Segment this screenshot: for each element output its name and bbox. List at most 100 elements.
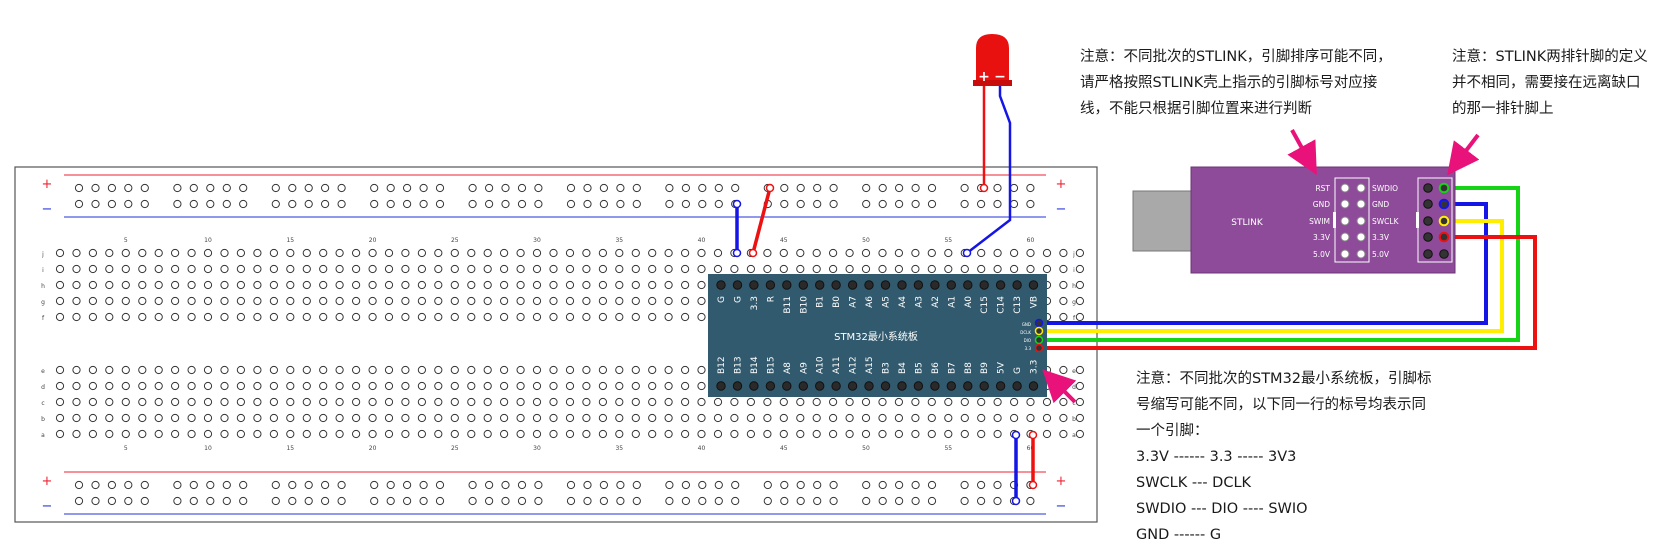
breadboard-hole: [977, 264, 986, 274]
note-line: 线，不能只根据引脚位置来进行判断: [1080, 101, 1312, 117]
breadboard-hole: [203, 264, 213, 274]
blue-wire-gnd[interactable]: [1039, 202, 1488, 325]
stm32-pin-label: A5: [882, 296, 892, 308]
breadboard-hole: [203, 397, 213, 407]
arrow-to-stlink-labels: [1287, 129, 1317, 176]
breadboard-hole: [335, 264, 344, 274]
stlink-programmer[interactable]: STLINK RST GND SWIM 3.3V 5.0V SWDIO GND …: [1132, 166, 1456, 274]
stm32-pin: [864, 381, 874, 391]
row-letter: a: [1072, 432, 1076, 439]
breadboard-hole: [105, 264, 114, 274]
breadboard-hole: [664, 296, 673, 306]
rail-hole: [927, 199, 937, 209]
breadboard-hole: [582, 312, 591, 322]
breadboard-hole: [269, 413, 278, 423]
breadboard-hole: [121, 397, 130, 407]
rail-hole: [419, 199, 428, 209]
rail-hole: [714, 480, 723, 490]
stm32-pin-label: 5V: [997, 361, 1007, 374]
rail-hole: [911, 199, 920, 209]
breadboard-hole: [171, 397, 180, 407]
breadboard-hole: [368, 365, 377, 375]
green-wire-gnd[interactable]: [1039, 186, 1520, 342]
breadboard-hole: [220, 312, 229, 322]
rail-hole: [780, 496, 789, 506]
breadboard-hole: [1026, 413, 1035, 423]
stm32-pin: [716, 280, 726, 290]
breadboard-hole: [335, 365, 344, 375]
rail-hole: [534, 183, 543, 193]
breadboard-hole: [450, 413, 459, 423]
rail-hole: [419, 496, 428, 506]
stlink-header-pin: [1423, 199, 1433, 209]
stlink-body: [1190, 166, 1456, 274]
breadboard-hole: [812, 413, 821, 423]
rail-hole: [878, 199, 887, 209]
rail-hole: [632, 199, 641, 209]
breadboard-hole: [1059, 280, 1068, 290]
led-cathode-wire[interactable]: [966, 80, 1012, 254]
swd-label: DCLK: [1020, 330, 1031, 335]
rail-hole: [616, 496, 625, 506]
column-number: 40: [698, 445, 706, 452]
breadboard-hole: [121, 429, 130, 439]
jumper-end: [732, 248, 742, 258]
rail-hole: [829, 480, 838, 490]
stm32-pin: [946, 381, 956, 391]
rail-hole: [140, 480, 149, 490]
breadboard-hole: [1042, 248, 1052, 258]
breadboard-hole: [302, 381, 311, 391]
breadboard-hole: [483, 397, 492, 407]
red-jumper-3v3[interactable]: [751, 187, 772, 254]
breadboard-hole: [171, 280, 180, 290]
rail-hole: [763, 480, 772, 490]
rail-hole: [124, 480, 133, 490]
red-led[interactable]: + −: [973, 34, 1012, 86]
rail-hole: [468, 496, 477, 506]
breadboard-hole: [121, 381, 130, 391]
stm32-pin-label: VB: [1030, 296, 1040, 308]
breadboard-hole: [927, 248, 936, 258]
breadboard-hole: [253, 397, 262, 407]
rail-hole: [206, 496, 215, 506]
rail-hole: [960, 480, 969, 490]
rail-hole: [288, 496, 297, 506]
breadboard-hole: [253, 280, 262, 290]
breadboard-hole: [1075, 381, 1085, 391]
rail-hole: [632, 480, 641, 490]
rail-hole: [517, 480, 527, 490]
stlink-label-pin: [1356, 216, 1366, 226]
breadboard-hole: [401, 397, 410, 407]
row-letter: f: [42, 315, 45, 322]
yellow-wire-swclk[interactable]: [1039, 219, 1504, 333]
breadboard-hole: [368, 264, 377, 274]
rail-hole: [206, 199, 215, 209]
breadboard-hole: [434, 429, 443, 439]
swd-label: GND: [1022, 322, 1031, 327]
rail-hole: [419, 183, 428, 193]
breadboard-hole: [319, 397, 328, 407]
stlink-pin-label: RST: [1315, 184, 1330, 193]
breadboard-hole: [171, 296, 180, 306]
stm32-pin: [897, 280, 907, 290]
rail-hole: [960, 199, 969, 209]
rail-hole: [1026, 496, 1035, 506]
stm32-pin: [897, 381, 907, 391]
breadboard-hole: [664, 312, 673, 322]
red-wire-3v3[interactable]: [1039, 235, 1537, 350]
breadboard-hole: [187, 280, 196, 290]
breadboard-hole: [138, 264, 147, 274]
breadboard-hole: [598, 296, 608, 306]
stlink-pin-label: GND: [1313, 200, 1330, 209]
breadboard-hole: [203, 381, 213, 391]
breadboard-hole: [1059, 296, 1068, 306]
breadboard-hole: [829, 264, 838, 274]
rail-hole: [862, 480, 871, 490]
column-number: 15: [286, 237, 294, 244]
row-letter: b: [1072, 416, 1076, 423]
breadboard-hole: [648, 280, 657, 290]
breadboard-hole: [203, 296, 213, 306]
stlink-header-pin: [1423, 249, 1433, 259]
stm32-pin: [798, 381, 808, 391]
